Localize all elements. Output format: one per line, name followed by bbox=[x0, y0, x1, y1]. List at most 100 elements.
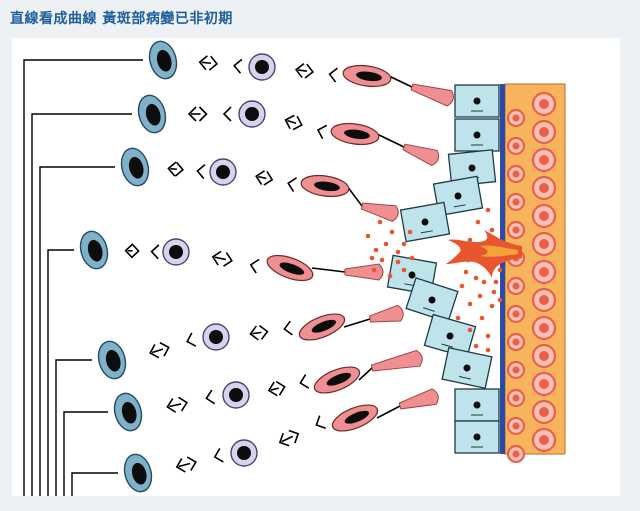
vessel-lumen bbox=[539, 99, 549, 109]
nucleus bbox=[473, 131, 481, 139]
leak-dot bbox=[401, 267, 407, 273]
nucleus bbox=[128, 156, 144, 179]
photoreceptor-body bbox=[342, 64, 392, 88]
leak-dot bbox=[407, 229, 413, 235]
vessel-lumen bbox=[512, 394, 520, 402]
synapse-mark bbox=[208, 55, 219, 71]
vessel-lumen bbox=[512, 422, 520, 430]
rpe-cell bbox=[405, 277, 459, 323]
leak-dot bbox=[493, 279, 499, 285]
nucleus bbox=[169, 245, 183, 259]
cilium bbox=[388, 75, 413, 88]
vessel-lumen bbox=[539, 407, 549, 417]
synapse-mark bbox=[223, 252, 233, 267]
leak-dot bbox=[373, 247, 379, 253]
nerve-fiber bbox=[47, 249, 74, 496]
nucleus bbox=[446, 332, 454, 340]
synapse-link bbox=[170, 167, 177, 171]
leak-dot bbox=[409, 255, 415, 261]
leak-dot bbox=[379, 257, 385, 263]
leak-dot bbox=[473, 343, 479, 349]
vessel-lumen bbox=[539, 211, 549, 221]
cilium bbox=[376, 405, 401, 419]
synapse-mark bbox=[196, 164, 206, 180]
outer-segment bbox=[360, 202, 399, 222]
synapse-mark bbox=[186, 332, 197, 347]
nucleus bbox=[326, 372, 352, 386]
nucleus bbox=[314, 181, 340, 192]
synapse-mark bbox=[149, 343, 160, 359]
synapse-mark bbox=[249, 325, 259, 341]
synapse-mark bbox=[267, 381, 278, 397]
leak-dot bbox=[473, 275, 479, 281]
choroid-layer bbox=[500, 83, 566, 464]
leakage-dots bbox=[365, 207, 503, 353]
cilium bbox=[343, 318, 371, 328]
ganglion-cell bbox=[120, 147, 150, 187]
synapse-mark bbox=[167, 161, 177, 177]
synapse-mark bbox=[284, 114, 295, 130]
leak-dot bbox=[395, 259, 401, 265]
nucleus bbox=[279, 262, 305, 275]
synapse-link bbox=[151, 348, 164, 354]
rpe-cell bbox=[423, 313, 477, 359]
nucleus bbox=[216, 165, 230, 179]
synapse-link bbox=[270, 387, 279, 391]
page-title: 直線看成曲線 黃斑部病變已非初期 bbox=[10, 11, 233, 27]
vessel-lumen bbox=[539, 379, 549, 389]
vessel-lumen bbox=[539, 155, 549, 165]
synapse-mark bbox=[288, 429, 300, 444]
rpe-cell bbox=[454, 388, 500, 422]
synapse-mark bbox=[275, 380, 286, 396]
synapse-link bbox=[297, 69, 308, 72]
ganglion-cell bbox=[79, 230, 109, 270]
vessel-lumen bbox=[512, 142, 520, 150]
synapse-mark bbox=[255, 170, 265, 185]
vessel-lumen bbox=[539, 323, 549, 333]
synapse-mark bbox=[211, 250, 222, 266]
outer-segment bbox=[344, 263, 384, 281]
synapse-link bbox=[201, 61, 212, 65]
vessel-lumen bbox=[512, 170, 520, 178]
vessel-lumen bbox=[512, 338, 520, 346]
photoreceptor-body bbox=[298, 313, 346, 341]
synapse-mark bbox=[175, 458, 186, 473]
synapse-mark bbox=[198, 106, 208, 122]
leak-dot bbox=[389, 229, 395, 235]
leak-dot bbox=[489, 303, 495, 309]
ganglion-cell bbox=[123, 453, 153, 493]
rpe-cell bbox=[441, 347, 493, 389]
leak-dot bbox=[365, 233, 371, 239]
ganglion-cell bbox=[113, 392, 143, 432]
leak-dot bbox=[485, 333, 491, 339]
synapse-mark bbox=[186, 456, 197, 471]
rpe-cell bbox=[399, 201, 451, 243]
synapse-link bbox=[257, 175, 267, 180]
rpe-cell bbox=[432, 175, 484, 217]
synapse-mark bbox=[159, 342, 170, 357]
cilium bbox=[358, 367, 373, 381]
synapse-mark bbox=[287, 177, 297, 192]
cilium bbox=[346, 185, 363, 207]
leak-dot bbox=[459, 283, 465, 289]
leak-dot bbox=[485, 207, 491, 213]
leak-dot bbox=[377, 219, 383, 225]
outer-segment bbox=[370, 349, 423, 372]
synapse-mark bbox=[315, 415, 327, 430]
bruchs-membrane bbox=[500, 84, 505, 454]
bipolar-cells bbox=[162, 53, 276, 467]
nucleus bbox=[344, 410, 370, 424]
vessel-lumen bbox=[539, 435, 549, 445]
leak-dot bbox=[497, 297, 503, 303]
nucleus bbox=[229, 388, 243, 402]
nerve-fiber bbox=[71, 472, 118, 496]
leak-dot bbox=[369, 255, 375, 261]
nucleus bbox=[131, 462, 147, 485]
synapse-link bbox=[178, 462, 191, 468]
vessel-lumen bbox=[512, 198, 520, 206]
nucleus bbox=[421, 218, 429, 226]
nucleus bbox=[87, 239, 103, 262]
synapse-mark bbox=[299, 374, 310, 389]
nucleus bbox=[209, 330, 223, 344]
nucleus bbox=[344, 129, 370, 140]
